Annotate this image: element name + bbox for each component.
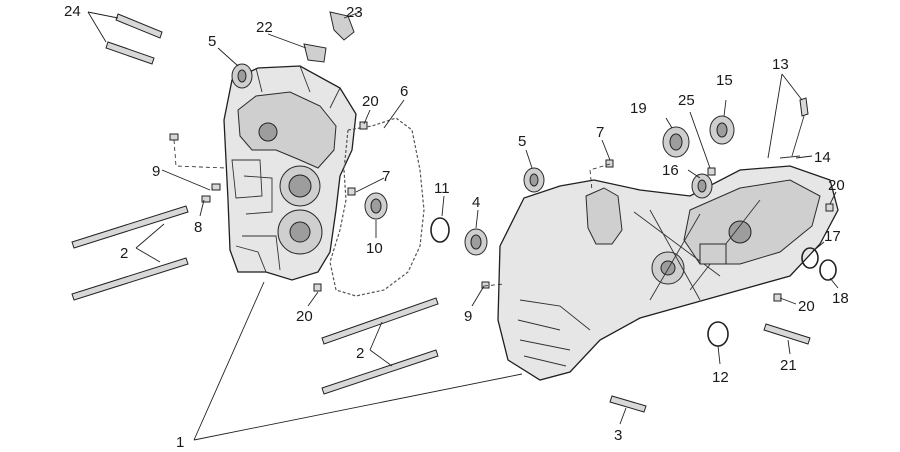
- callout-6: 6: [400, 83, 408, 100]
- leader-lines: [87, 11, 839, 441]
- bolt-3: [609, 395, 647, 413]
- dipstick-13: [779, 97, 809, 159]
- callout-13: 13: [772, 56, 789, 73]
- crankcase-gasket: [329, 117, 425, 297]
- left-crankcase-half: [223, 65, 357, 281]
- callout-3: 3: [614, 427, 622, 444]
- callout-23: 23: [346, 4, 363, 21]
- bearing-16: [691, 173, 713, 199]
- right-crankcase-half: [497, 165, 839, 381]
- callout-5-left: 5: [208, 33, 216, 50]
- bolt-21: [763, 323, 811, 345]
- bearing-10: [364, 192, 388, 220]
- callout-labels: 24 22 23 5 20 6 9 8 2 7 10 11 4 20 1 2 9…: [64, 3, 849, 451]
- seal-17: [801, 247, 819, 269]
- callout-9-left: 9: [152, 163, 160, 180]
- callout-5-right: 5: [518, 133, 526, 150]
- callout-16: 16: [662, 162, 679, 179]
- callout-11: 11: [434, 180, 450, 197]
- oil-seal-5-left: [231, 63, 253, 89]
- bearing-19: [662, 126, 690, 158]
- callout-14: 14: [814, 149, 831, 166]
- callout-25: 25: [678, 92, 695, 109]
- bearing-4: [464, 228, 488, 256]
- callout-20-b: 20: [296, 308, 313, 325]
- circlip-11: [430, 217, 450, 243]
- callout-2-center: 2: [356, 345, 364, 362]
- bearing-15: [709, 115, 735, 145]
- circlip-18: [819, 259, 837, 281]
- callout-21: 21: [780, 357, 797, 374]
- callout-20-a: 20: [362, 93, 379, 110]
- clip-23: [329, 11, 355, 41]
- callout-4: 4: [472, 194, 480, 211]
- callout-24: 24: [64, 3, 81, 20]
- callout-18: 18: [832, 290, 849, 307]
- callout-19: 19: [630, 100, 647, 117]
- callout-9-right: 9: [464, 308, 472, 325]
- callout-1: 1: [176, 434, 184, 451]
- studs-2-left: [71, 205, 189, 301]
- callout-2-left: 2: [120, 245, 128, 262]
- callout-17: 17: [824, 228, 841, 245]
- o-ring-12: [707, 321, 729, 347]
- studs-2-center: [321, 297, 439, 395]
- callout-15: 15: [716, 72, 733, 89]
- oil-seal-5-right: [523, 167, 545, 193]
- bracket-22: [303, 43, 327, 63]
- callout-12: 12: [712, 369, 729, 386]
- callout-8: 8: [194, 219, 202, 236]
- callout-20-c: 20: [828, 177, 845, 194]
- callout-7-left: 7: [382, 168, 390, 185]
- dowel-pins: [169, 121, 834, 302]
- studs-24: [105, 13, 163, 65]
- callout-20-d: 20: [798, 298, 815, 315]
- callout-10: 10: [366, 240, 383, 257]
- callout-22: 22: [256, 19, 273, 36]
- callout-7-right: 7: [596, 124, 604, 141]
